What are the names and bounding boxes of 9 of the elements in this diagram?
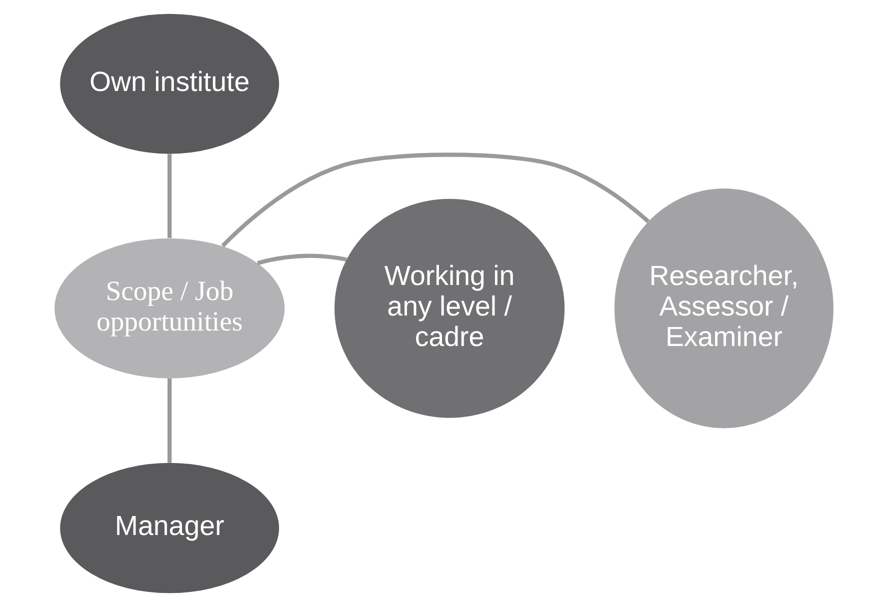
connector [168,378,172,463]
connector [221,152,650,248]
node-circle: Researcher, Assessor / Examiner [614,188,834,428]
node-ellipse: Own institute [60,14,280,154]
node-ellipse: Manager [60,462,280,594]
connector [257,254,347,266]
connector [168,154,172,238]
node-circle: Working in any level / cadre [334,198,565,418]
node-ellipse: Scope / Job opportunities [54,238,285,378]
